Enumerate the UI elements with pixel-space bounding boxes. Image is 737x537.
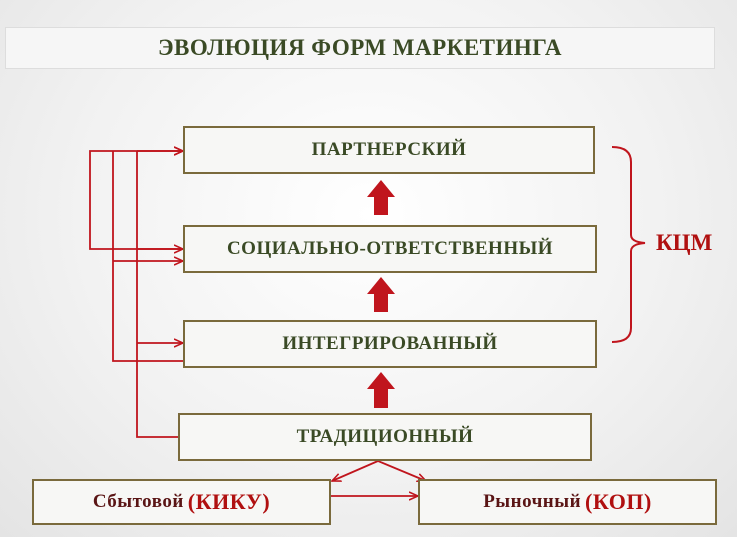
arrow-traditional-to-integrated xyxy=(367,372,395,408)
arrow-to-sales xyxy=(332,460,379,481)
level-traditional: ТРАДИЦИОННЫЙ xyxy=(178,413,592,461)
level-partner: ПАРТНЕРСКИЙ xyxy=(183,126,595,174)
bottom-arrows xyxy=(331,460,426,496)
feedback-integrated-trunk xyxy=(112,151,183,362)
arrow-to-market xyxy=(377,460,426,481)
market-marketing-box: Рыночный (КОП) xyxy=(418,479,717,525)
arrow-social-to-partner xyxy=(367,180,395,215)
level-partner-label: ПАРТНЕРСКИЙ xyxy=(311,139,467,160)
market-marketing-abbr: (КОП) xyxy=(585,489,652,514)
market-marketing-label: Рыночный xyxy=(483,491,582,512)
sales-marketing-label: Сбытовой xyxy=(92,491,184,512)
feedback-traditional-trunk xyxy=(136,151,178,438)
title-bar: ЭВОЛЮЦИЯ ФОРМ МАРКЕТИНГА xyxy=(5,27,715,69)
kcm-bracket xyxy=(611,146,646,343)
level-social-label: СОЦИАЛЬНО-ОТВЕТСТВЕННЫЙ xyxy=(226,238,554,259)
level-integrated-label: ИНТЕГРИРОВАННЫЙ xyxy=(282,333,498,354)
kcm-label: КЦМ xyxy=(656,230,713,255)
sales-marketing-abbr: (КИКУ) xyxy=(187,489,271,514)
arrow-integrated-to-social xyxy=(367,277,395,312)
progression-arrows xyxy=(367,180,395,408)
page-title: ЭВОЛЮЦИЯ ФОРМ МАРКЕТИНГА xyxy=(157,35,563,60)
sales-marketing-box: Сбытовой (КИКУ) xyxy=(32,479,331,525)
level-integrated: ИНТЕГРИРОВАННЫЙ xyxy=(183,320,597,368)
feedback-lines xyxy=(89,151,183,438)
level-traditional-label: ТРАДИЦИОННЫЙ xyxy=(296,426,474,447)
level-social: СОЦИАЛЬНО-ОТВЕТСТВЕННЫЙ xyxy=(183,225,597,273)
